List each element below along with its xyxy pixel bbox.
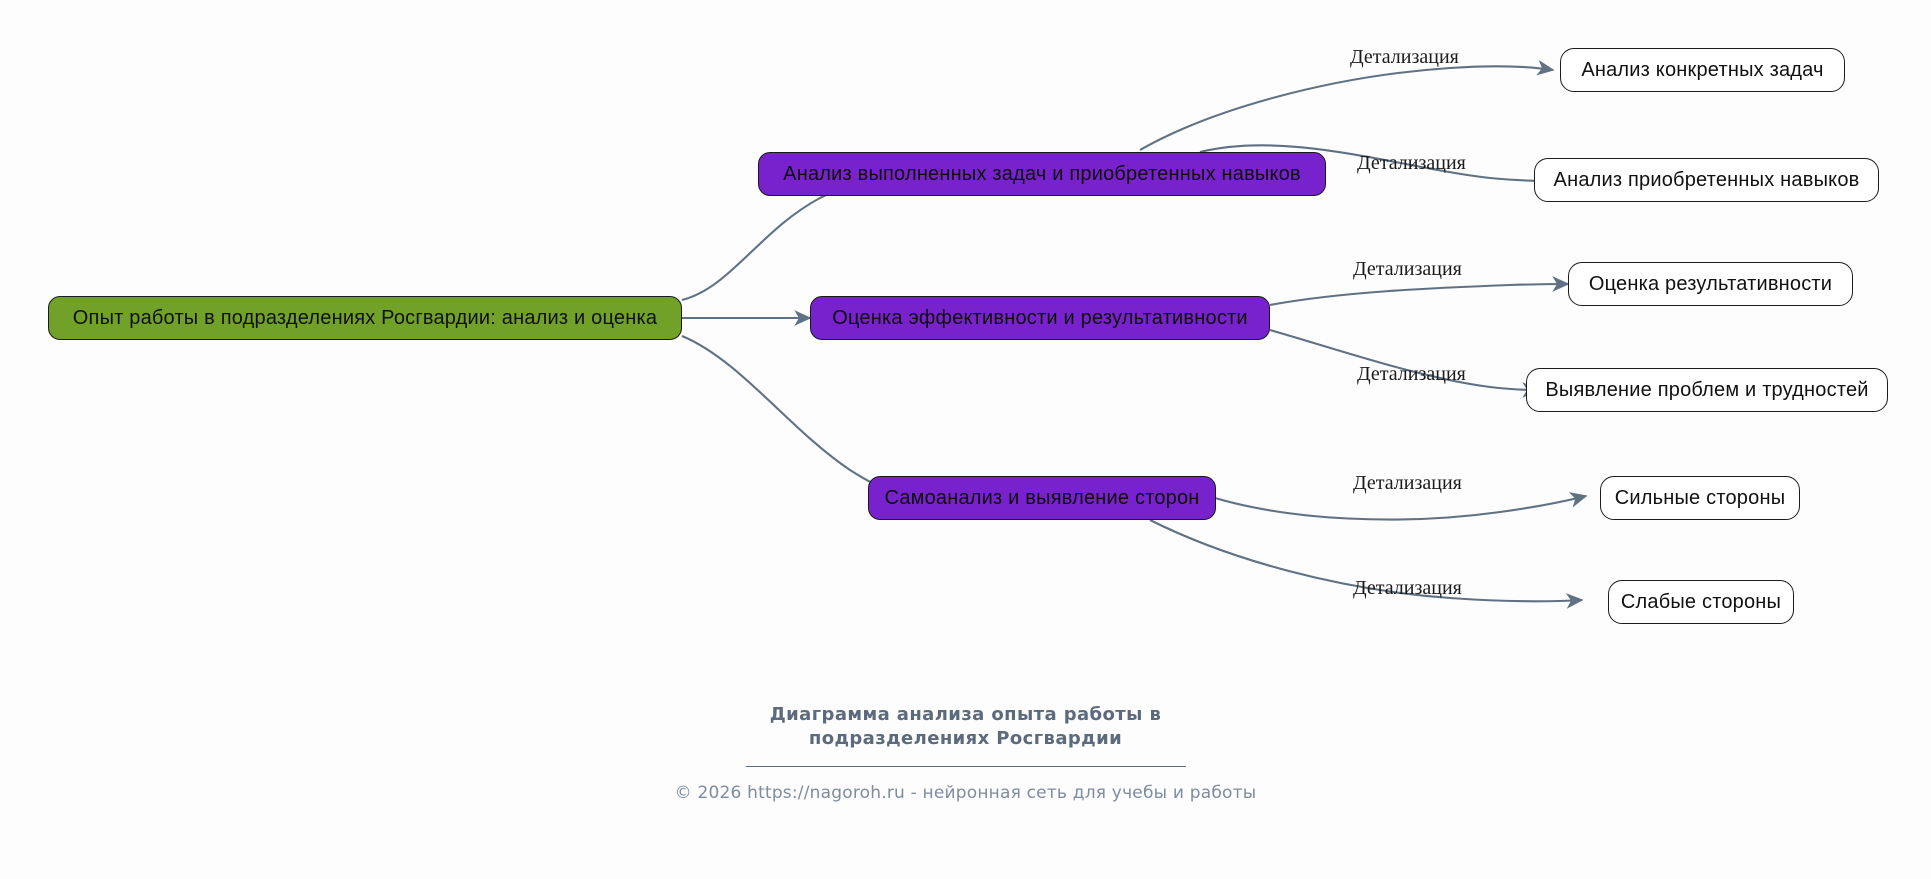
edge-label-branch-1-leaf-2: Детализация (1357, 152, 1466, 174)
edge-label-branch-1-leaf-1: Детализация (1350, 46, 1459, 68)
edge-label-branch-2-leaf-3: Детализация (1353, 258, 1462, 280)
mindmap-leaf-node-3[interactable]: Оценка результативности (1568, 262, 1853, 306)
mindmap-leaf-node-2[interactable]: Анализ приобретенных навыков (1534, 158, 1879, 202)
footer-credit: © 2026 https://nagoroh.ru - нейронная се… (674, 782, 1257, 803)
footer: Диаграмма анализа опыта работы в подразд… (0, 703, 1931, 803)
mindmap-leaf-node-6[interactable]: Слабые стороны (1608, 580, 1794, 624)
edge-root-to-branch-3 (681, 335, 907, 500)
edge-branch-1-to-leaf-1 (1139, 59, 1555, 151)
mindmap-leaf-node-4[interactable]: Выявление проблем и трудностей (1526, 368, 1888, 412)
edge-branch-3-to-leaf-5 (1214, 492, 1588, 521)
mindmap-branch-node-1[interactable]: Анализ выполненных задач и приобретенных… (758, 152, 1326, 196)
footer-divider (745, 765, 1186, 767)
mindmap-root-node[interactable]: Опыт работы в подразделениях Росгвардии:… (48, 296, 682, 340)
edge-label-branch-3-leaf-5: Детализация (1353, 472, 1462, 494)
mindmap-leaf-node-1[interactable]: Анализ конкретных задач (1560, 48, 1845, 92)
mindmap-leaf-node-5[interactable]: Сильные стороны (1600, 476, 1800, 520)
diagram-title: Диаграмма анализа опыта работы в подразд… (769, 704, 1162, 750)
edge-label-branch-3-leaf-6: Детализация (1353, 577, 1462, 599)
edge-label-branch-2-leaf-4: Детализация (1357, 363, 1466, 385)
mindmap-branch-node-3[interactable]: Самоанализ и выявление сторон (868, 476, 1216, 520)
mindmap-branch-node-2[interactable]: Оценка эффективности и результативности (810, 296, 1270, 340)
edge-branch-2-to-leaf-3 (1269, 276, 1570, 307)
